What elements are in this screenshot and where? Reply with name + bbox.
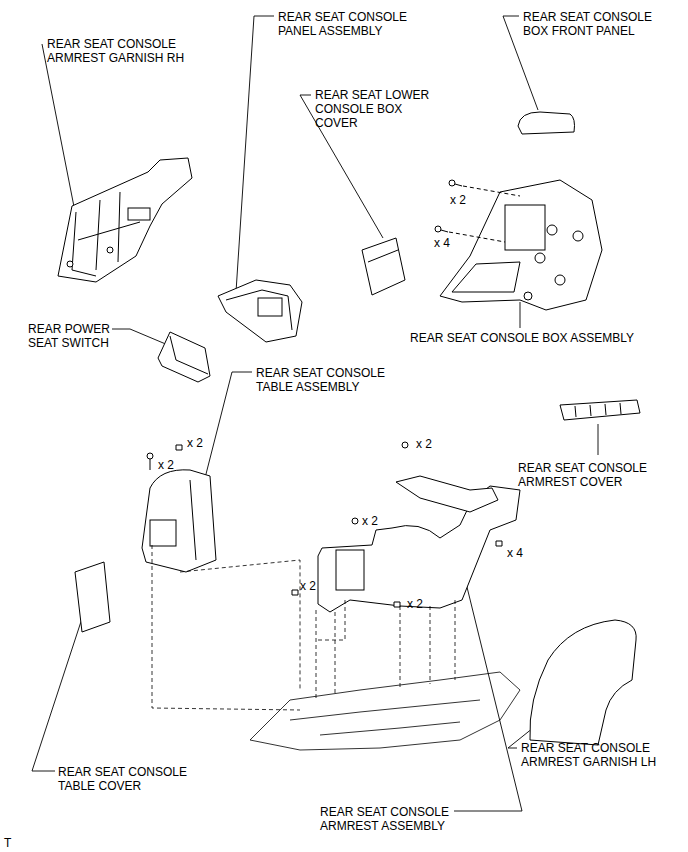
- part-name: REAR SEAT CONSOLE ARMREST GARNISH RH: [47, 37, 192, 65]
- quantity-label: x 2: [407, 597, 447, 611]
- part-name: REAR SEAT LOWER CONSOLE BOX COVER: [315, 88, 443, 130]
- part-name: REAR SEAT CONSOLE BOX ASSEMBLY: [410, 331, 670, 345]
- quantity-label: x 2: [158, 458, 198, 472]
- part-name: REAR SEAT CONSOLE ARMREST GARNISH LH: [521, 741, 681, 769]
- quantity-label: x 2: [450, 193, 490, 207]
- quantity-label: x 2: [300, 579, 340, 593]
- quantity-label: x 2: [362, 514, 402, 528]
- part-name: REAR SEAT CONSOLE PANEL ASSEMBLY: [278, 10, 423, 38]
- part-name: REAR POWER SEAT SWITCH: [28, 322, 112, 350]
- part-name: REAR SEAT CONSOLE TABLE ASSEMBLY: [256, 366, 401, 394]
- part-name: REAR SEAT CONSOLE ARMREST ASSEMBLY: [320, 805, 470, 833]
- quantity-label: x 4: [434, 236, 474, 250]
- part-name: REAR SEAT CONSOLE ARMREST COVER: [518, 461, 668, 489]
- part-name: REAR SEAT CONSOLE TABLE COVER: [58, 765, 203, 793]
- page-mark: T: [4, 836, 24, 850]
- part-name: REAR SEAT CONSOLE BOX FRONT PANEL: [523, 10, 668, 38]
- quantity-label: x 2: [187, 436, 227, 450]
- quantity-label: x 2: [416, 437, 456, 451]
- quantity-label: x 4: [507, 546, 547, 560]
